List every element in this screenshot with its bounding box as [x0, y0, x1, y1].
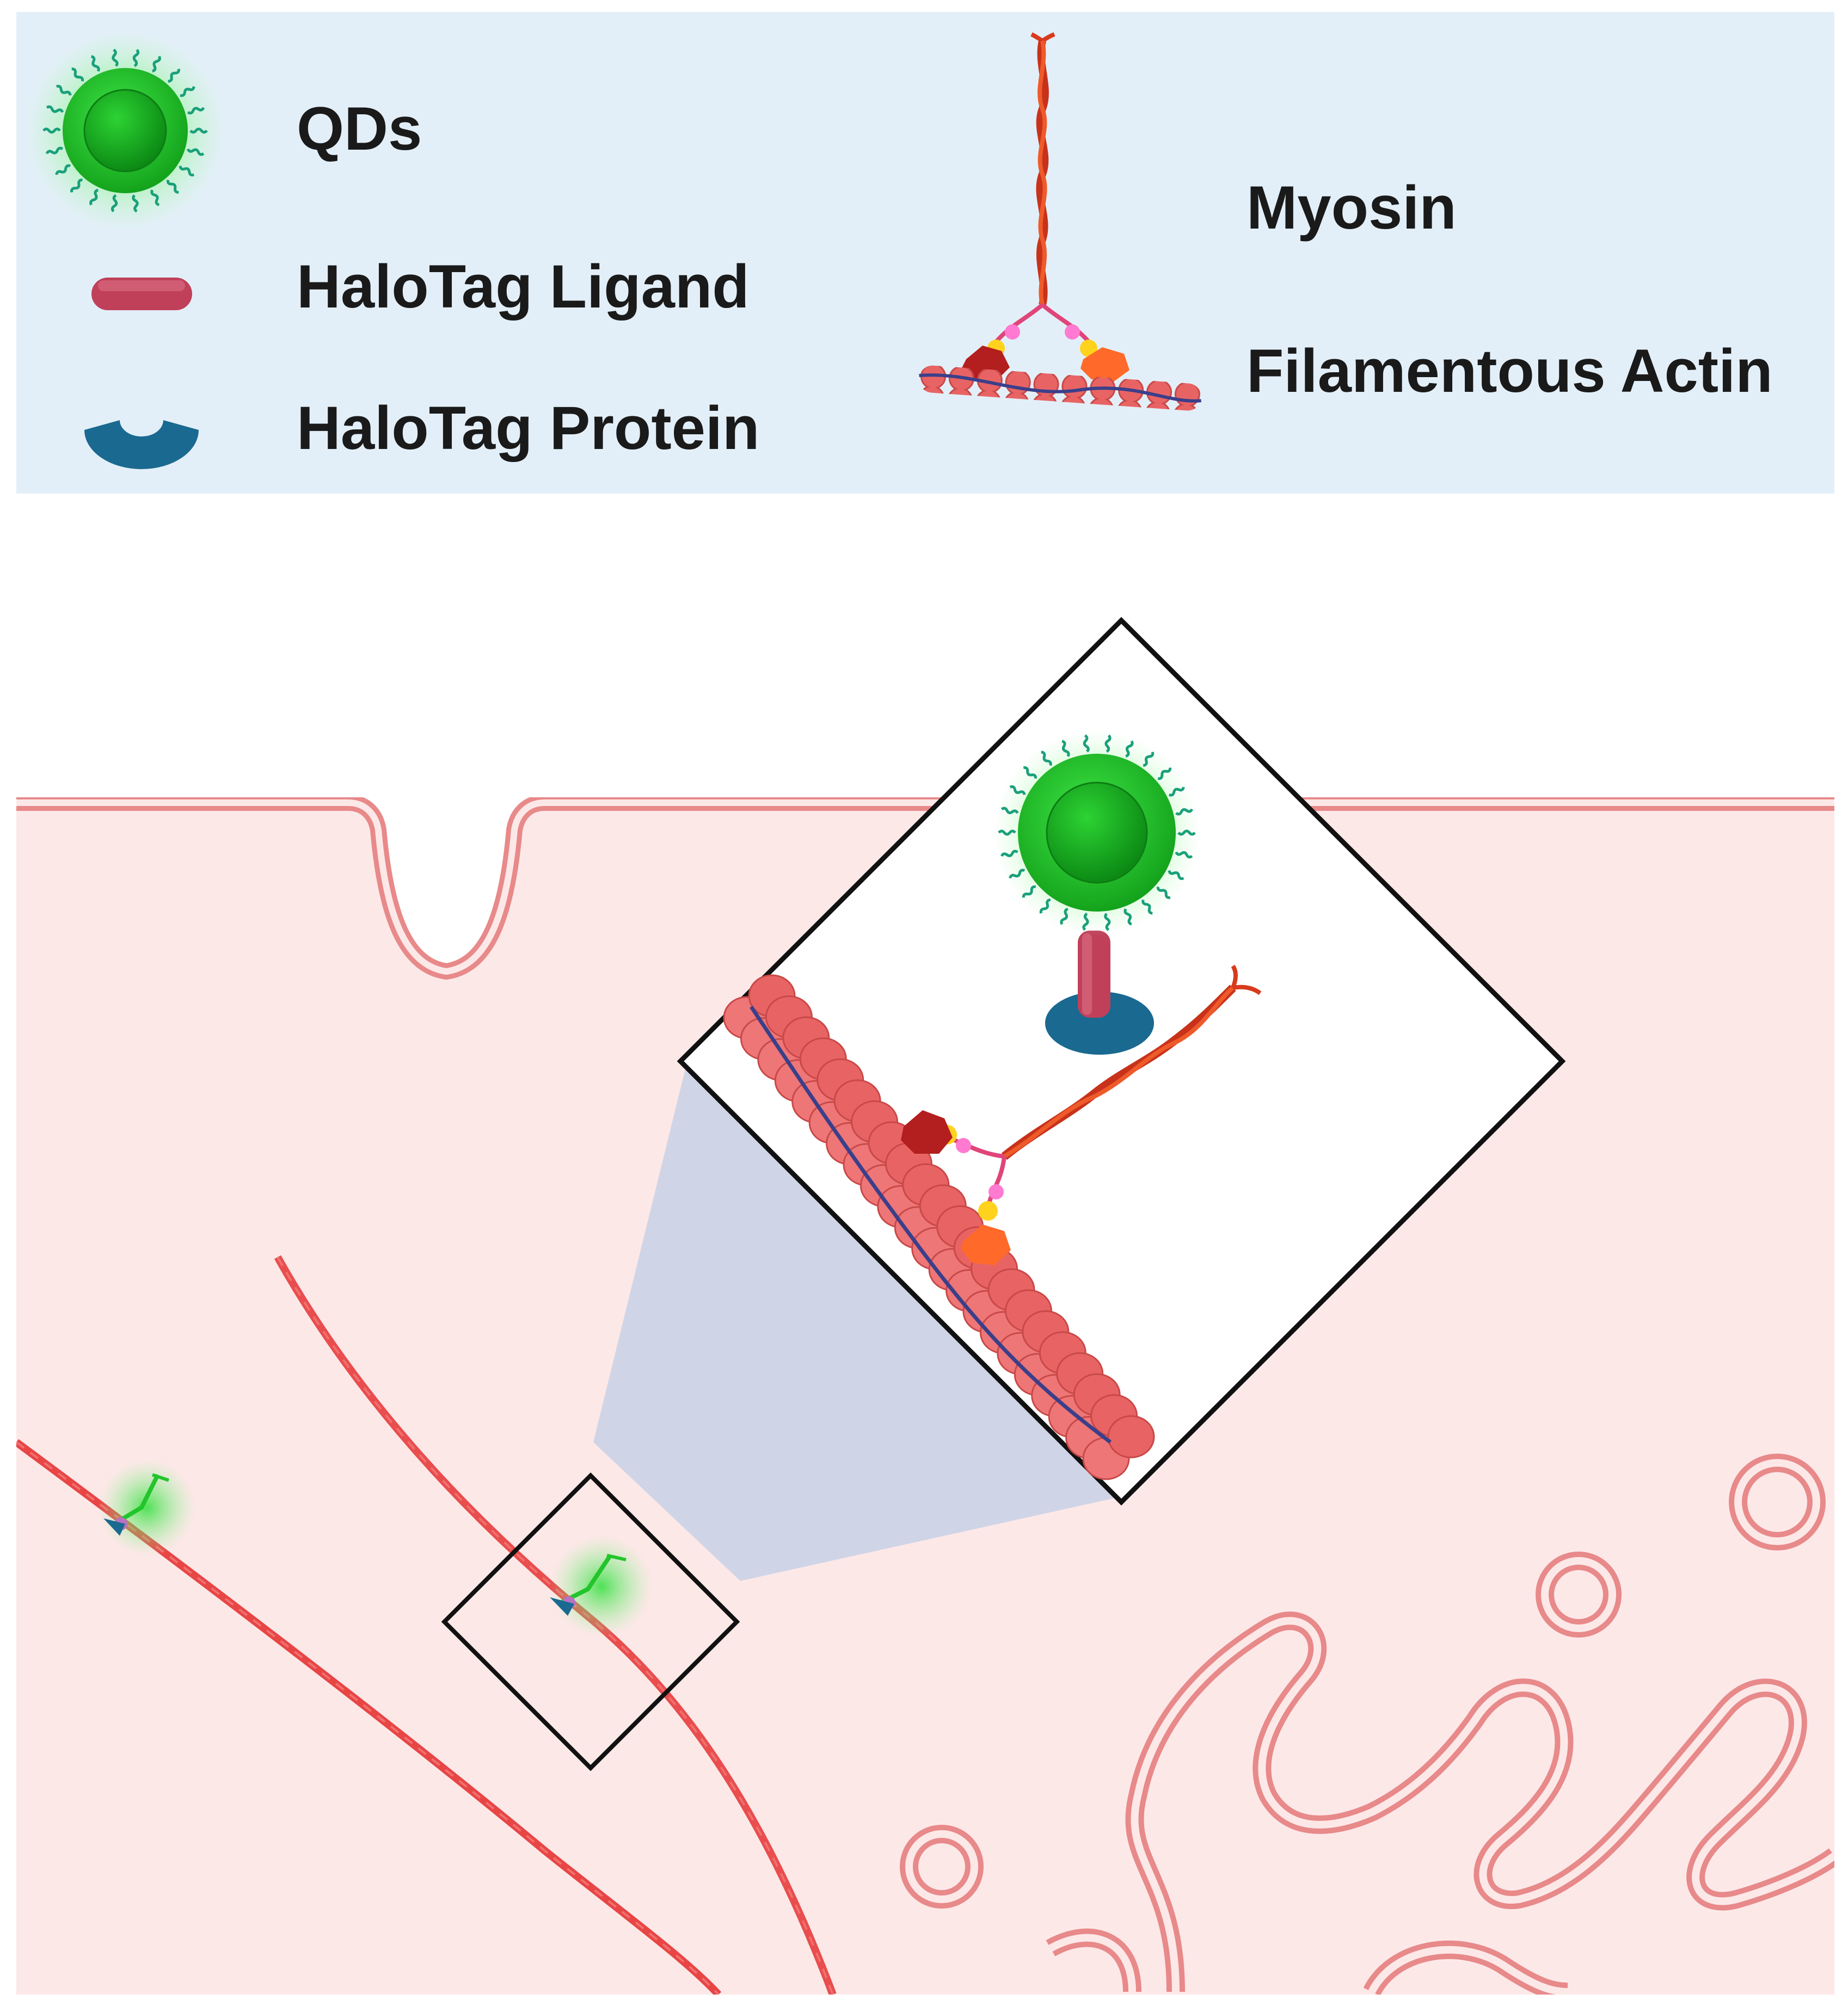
- zoom-inset: [677, 617, 1566, 1506]
- ligand-squiggle: [1039, 898, 1051, 914]
- inset-myosin: [901, 964, 1262, 1265]
- ligand-squiggle: [89, 188, 99, 206]
- legend-label-myosin: Myosin: [1247, 174, 1457, 242]
- ligand-squiggle: [1177, 829, 1196, 836]
- labeled-myosin-zoomed: [550, 1535, 653, 1638]
- ligand-squiggle: [1041, 750, 1052, 766]
- ligand-squiggle: [132, 48, 140, 67]
- legend-label-filamentous-actin: Filamentous Actin: [1247, 337, 1773, 405]
- legend-panel: QDs HaloTag Ligand HaloTag Protein: [16, 12, 1834, 494]
- ligand-squiggle: [1000, 807, 1019, 815]
- ligand-squiggle: [1175, 808, 1194, 816]
- ligand-squiggle: [132, 194, 139, 213]
- ligand-squiggle: [1104, 734, 1112, 753]
- legend-label-qds: QDs: [297, 95, 422, 163]
- ligand-squiggle: [189, 127, 208, 134]
- ligand-squiggle: [1156, 887, 1171, 900]
- ligand-squiggle: [179, 165, 194, 177]
- ligand-squiggle: [1168, 786, 1185, 797]
- ligand-squiggle: [70, 179, 83, 193]
- ligand-squiggle: [42, 127, 61, 134]
- legend-label-halotag-ligand: HaloTag Ligand: [297, 253, 750, 321]
- ligand-squiggle: [186, 148, 205, 156]
- ligand-squiggle: [150, 189, 160, 206]
- legend-label-halotag-protein: HaloTag Protein: [297, 394, 759, 462]
- ligand-squiggle: [1000, 850, 1018, 858]
- inset-actin-filament: [723, 974, 1155, 1480]
- ligand-squiggle: [166, 180, 179, 194]
- ligand-squiggle: [1123, 908, 1132, 926]
- ligand-squiggle: [1157, 767, 1172, 780]
- halotag-ligand-icon: [91, 278, 192, 310]
- ligand-squiggle: [152, 56, 161, 73]
- ligand-squiggle: [1022, 885, 1036, 898]
- inset-halotag-ligand: [1078, 931, 1110, 1018]
- ligand-squiggle: [110, 194, 118, 213]
- zoom-cone: [593, 1067, 1121, 1581]
- myosin-icon: [961, 32, 1129, 382]
- ligand-squiggle: [90, 55, 100, 72]
- quantum-dot-icon: [24, 30, 226, 231]
- ligand-squiggle: [1023, 766, 1037, 779]
- ligand-squiggle: [1082, 912, 1089, 931]
- halotag-protein-icon: [84, 420, 199, 469]
- ligand-squiggle: [168, 69, 180, 83]
- zoom-source-box: [441, 1472, 740, 1771]
- ligand-squiggle: [55, 164, 71, 175]
- ligand-squiggle: [45, 146, 64, 155]
- ligand-squiggle: [180, 86, 195, 97]
- inset-halotag-protein: [1045, 992, 1154, 1055]
- ligand-squiggle: [1104, 913, 1111, 931]
- labeled-myosin-left: [98, 1459, 196, 1556]
- ligand-squiggle: [112, 48, 119, 67]
- ligand-squiggle: [187, 107, 205, 115]
- ligand-squiggle: [1168, 870, 1184, 880]
- ligand-squiggle: [1009, 785, 1026, 795]
- ligand-squiggle: [1061, 740, 1070, 757]
- actin-filament-icon: [919, 365, 1202, 411]
- ligand-squiggle: [1143, 752, 1155, 767]
- ligand-squiggle: [1175, 851, 1193, 859]
- inset-quantum-dot: [993, 729, 1200, 936]
- ligand-squiggle: [1060, 907, 1069, 925]
- ligand-squiggle: [1009, 869, 1026, 879]
- ligand-squiggle: [56, 84, 72, 96]
- ligand-squiggle: [71, 67, 84, 82]
- ligand-squiggle: [998, 829, 1016, 836]
- ligand-squiggle: [1141, 899, 1153, 915]
- actin-monomer: [1107, 1415, 1155, 1459]
- ligand-squiggle: [1125, 740, 1134, 758]
- ligand-squiggle: [1083, 734, 1090, 753]
- ligand-squiggle: [46, 105, 64, 113]
